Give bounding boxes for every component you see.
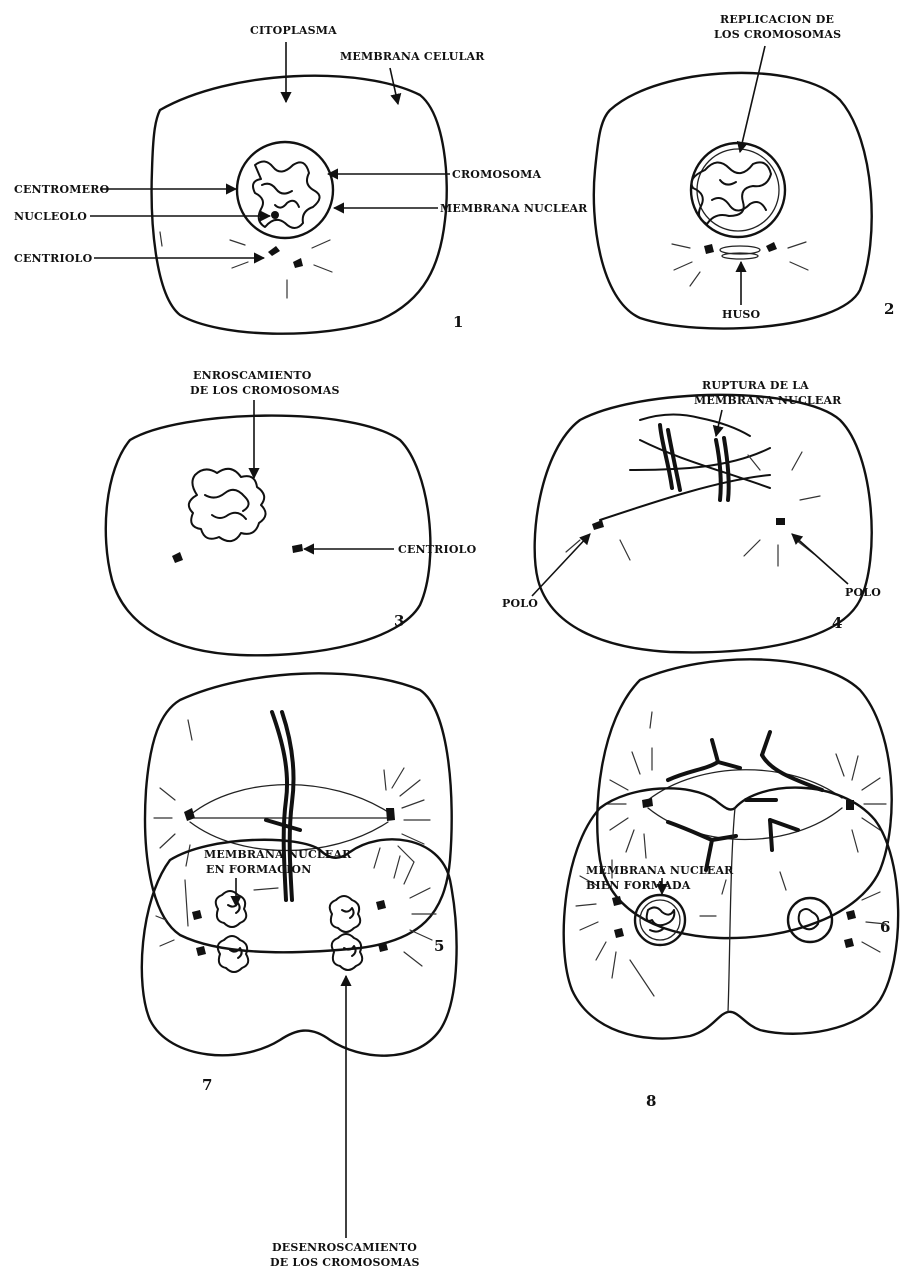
centrioles	[172, 544, 303, 563]
label-enroscamiento-2: DE LOS CROMOSOMAS	[190, 384, 340, 397]
label-citoplasma: CITOPLASMA	[250, 24, 337, 37]
stage-number-4: 4	[832, 614, 842, 632]
coiled-chromosomes	[189, 469, 266, 541]
cell-stage-7: MEMBRANA NUCLEAR EN FORMACION DESENROSCA…	[142, 839, 457, 1269]
aster-rays	[566, 452, 820, 566]
cell-stage-5: 5	[145, 673, 452, 955]
label-centriolo-3: CENTRIOLO	[398, 543, 477, 556]
label-polo-right: POLO	[845, 586, 881, 599]
stage-number-2: 2	[884, 300, 894, 318]
cell-stage-3: ENROSCAMIENTO DE LOS CROMOSOMAS CENTRIOL…	[106, 369, 477, 655]
spindle-fibers	[648, 770, 842, 840]
label-polo-left: POLO	[502, 597, 538, 610]
label-nucleolo: NUCLEOLO	[14, 210, 87, 223]
centrioles	[592, 518, 785, 530]
stage-number-8: 8	[646, 1092, 656, 1110]
cell-stage-1: CITOPLASMA MEMBRANA CELULAR CENTROMERO N…	[14, 24, 588, 334]
stage-number-6: 6	[880, 918, 890, 936]
aster-rays	[160, 232, 332, 298]
forming-nuclei	[216, 891, 363, 972]
label-desenroscamiento-2: DE LOS CROMOSOMAS	[270, 1256, 420, 1269]
label-bien-formada-2: BIEN FORMADA	[586, 879, 691, 892]
label-replicacion-2: LOS CROMOSOMAS	[714, 28, 841, 41]
cell-stage-2: REPLICACION DE LOS CROMOSOMAS HUSO 2	[594, 13, 895, 329]
stage-number-3: 3	[394, 612, 404, 630]
breaking-chromosomes	[600, 414, 770, 520]
label-membrana-nuclear: MEMBRANA NUCLEAR	[440, 202, 588, 215]
cell-membrane	[106, 416, 431, 656]
cell-stage-4: RUPTURA DE LA MEMBRANA NUCLEAR POLO POLO…	[502, 379, 881, 652]
label-centriolo-1: CENTRIOLO	[14, 252, 93, 265]
stage-number-7: 7	[202, 1076, 212, 1094]
label-replicacion-1: REPLICACION DE	[720, 13, 834, 26]
label-membrana-celular: MEMBRANA CELULAR	[340, 50, 485, 63]
stage-number-5: 5	[434, 937, 444, 955]
label-centromero: CENTROMERO	[14, 183, 110, 196]
label-huso: HUSO	[722, 308, 761, 321]
label-formacion-2: EN FORMACION	[206, 863, 311, 876]
nucleolus	[271, 211, 279, 219]
label-desenroscamiento-1: DESENROSCAMIENTO	[272, 1241, 417, 1254]
cell-membrane	[594, 73, 872, 329]
cell-membrane	[535, 395, 872, 653]
chromatin	[253, 161, 320, 228]
centrioles	[268, 246, 303, 268]
replicated-chromosomes	[692, 162, 772, 224]
nucleus-inner	[697, 149, 779, 231]
aster-rays	[672, 242, 808, 286]
label-bien-formada-1: MEMBRANA NUCLEAR	[586, 864, 734, 877]
label-enroscamiento-1: ENROSCAMIENTO	[193, 369, 312, 382]
label-formacion-1: MEMBRANA NUCLEAR	[204, 848, 352, 861]
label-ruptura-2: MEMBRANA NUCLEAR	[694, 394, 842, 407]
label-cromosoma: CROMOSOMA	[452, 168, 542, 181]
stage-number-1: 1	[453, 313, 463, 331]
cell-membrane	[152, 76, 447, 334]
label-ruptura-1: RUPTURA DE LA	[702, 379, 809, 392]
spindle	[704, 242, 777, 259]
